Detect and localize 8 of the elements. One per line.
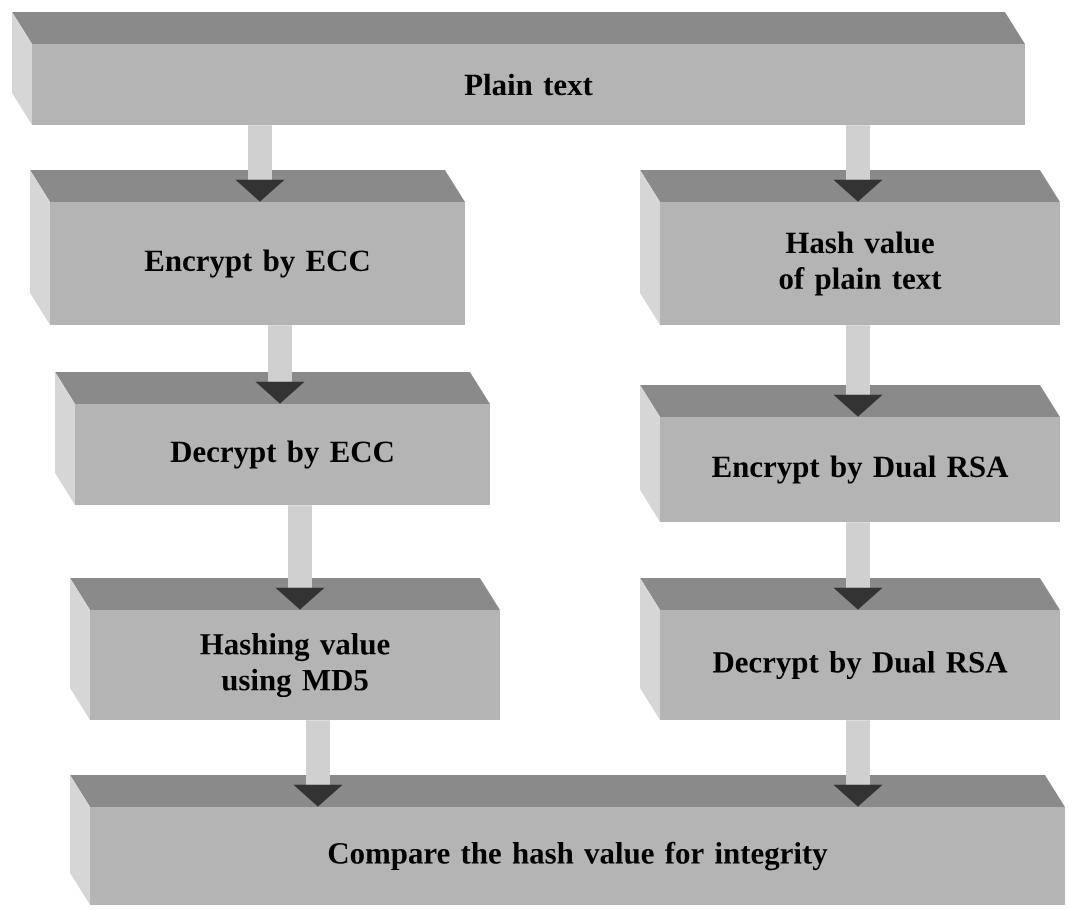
process-box: Compare the hash value for integrity	[70, 775, 1065, 905]
process-box: Decrypt by Dual RSA	[640, 578, 1060, 720]
process-box: Hash value of plain text	[640, 170, 1060, 325]
process-box: Encrypt by Dual RSA	[640, 385, 1060, 522]
process-box: Plain text	[12, 12, 1025, 125]
process-box: Hashing value using MD5	[70, 578, 500, 720]
process-box: Encrypt by ECC	[30, 170, 465, 325]
process-box: Decrypt by ECC	[55, 372, 490, 505]
